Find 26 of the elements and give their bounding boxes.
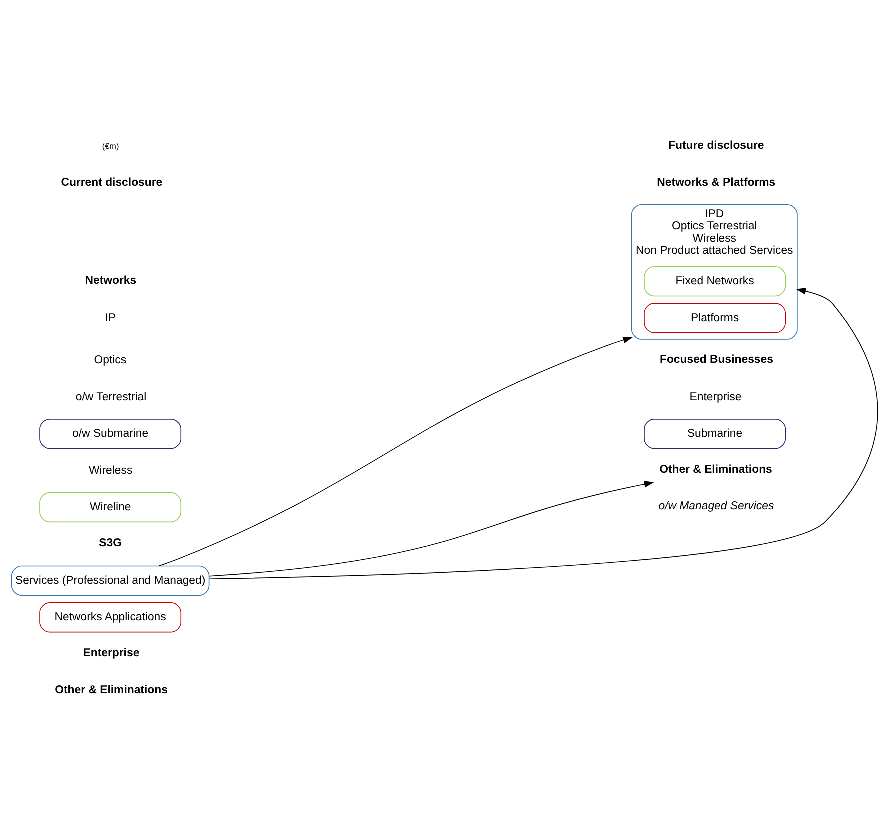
arrow [208, 480, 654, 576]
label: S3G [99, 536, 122, 549]
label: Future disclosure [668, 140, 764, 152]
node-box: Networks Applications [40, 602, 182, 632]
label: (€m) [102, 141, 120, 150]
label: IP [105, 312, 116, 324]
label: Enterprise [690, 390, 742, 403]
label: o/w Managed Services [658, 500, 774, 512]
node-box: Services (Professional and Managed) [11, 565, 210, 596]
node-box: Platforms [644, 302, 786, 333]
label: Current disclosure [61, 176, 163, 188]
label: Optics [94, 354, 127, 366]
node-box: Fixed Networks [644, 266, 786, 296]
node-box: Submarine [644, 418, 786, 449]
arrow [158, 336, 634, 566]
label: o/w Terrestrial [76, 390, 147, 403]
label: Networks [85, 274, 137, 286]
node-box: o/w Submarine [40, 418, 182, 449]
label: Networks & Platforms [657, 176, 776, 188]
arrow [209, 288, 878, 579]
node-text: Other & Eliminations [660, 464, 772, 476]
label: Other & Eliminations [55, 684, 168, 696]
label: Wireless [88, 464, 133, 476]
label: Enterprise [83, 647, 140, 660]
label: Focused Businesses [660, 353, 774, 366]
node-box: Wireline [40, 492, 182, 522]
